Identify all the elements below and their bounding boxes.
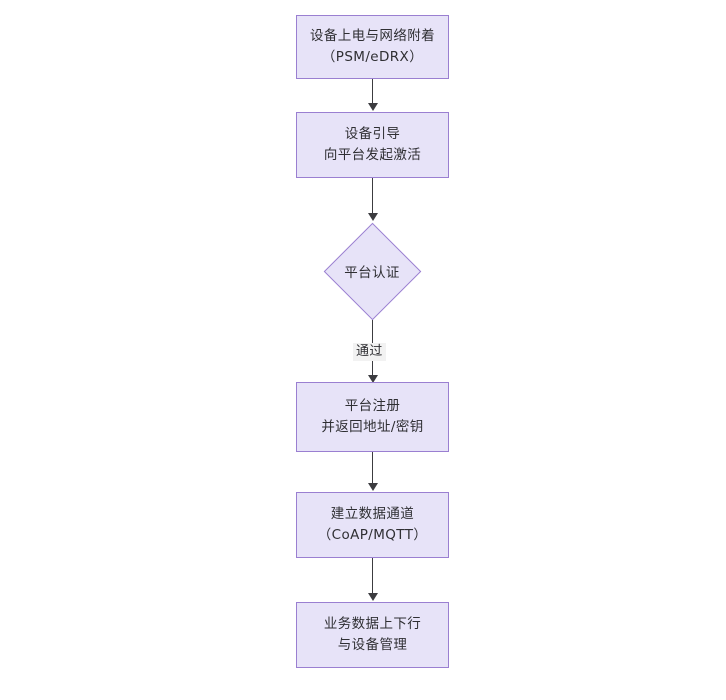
node-channel[interactable]: 建立数据通道 （CoAP/MQTT） xyxy=(296,492,449,558)
node-business-line2: 与设备管理 xyxy=(337,637,408,653)
edge-1-line xyxy=(372,79,373,104)
node-power-on[interactable]: 设备上电与网络附着 （PSM/eDRX） xyxy=(296,15,449,79)
node-auth-label: 平台认证 xyxy=(344,265,400,281)
edge-3-arrowhead xyxy=(367,375,378,383)
edge-2-line xyxy=(372,178,373,214)
node-bootstrap-line1: 设备引导 xyxy=(344,126,401,143)
node-bootstrap-line2: 向平台发起激活 xyxy=(323,147,422,163)
node-power-on-line2: （PSM/eDRX） xyxy=(321,49,424,65)
node-register[interactable]: 平台注册 并返回地址/密钥 xyxy=(296,382,449,452)
edge-5-line xyxy=(372,558,373,594)
node-channel-line1: 建立数据通道 xyxy=(330,506,415,523)
node-register-line2: 并返回地址/密钥 xyxy=(321,419,424,435)
node-power-on-line1: 设备上电与网络附着 xyxy=(309,28,436,45)
node-channel-line2: （CoAP/MQTT） xyxy=(317,527,428,543)
node-register-line1: 平台注册 xyxy=(344,398,401,415)
edge-2-arrowhead xyxy=(367,213,378,221)
edge-4-line xyxy=(372,452,373,484)
edge-3-label: 通过 xyxy=(353,343,386,361)
edge-5-arrowhead xyxy=(367,593,378,601)
edge-1-arrowhead xyxy=(367,103,378,111)
node-business-line1: 业务数据上下行 xyxy=(323,616,422,633)
node-bootstrap[interactable]: 设备引导 向平台发起激活 xyxy=(296,112,449,178)
edge-4-arrowhead xyxy=(367,483,378,491)
node-auth[interactable]: 平台认证 xyxy=(323,222,421,320)
node-business[interactable]: 业务数据上下行 与设备管理 xyxy=(296,602,449,668)
